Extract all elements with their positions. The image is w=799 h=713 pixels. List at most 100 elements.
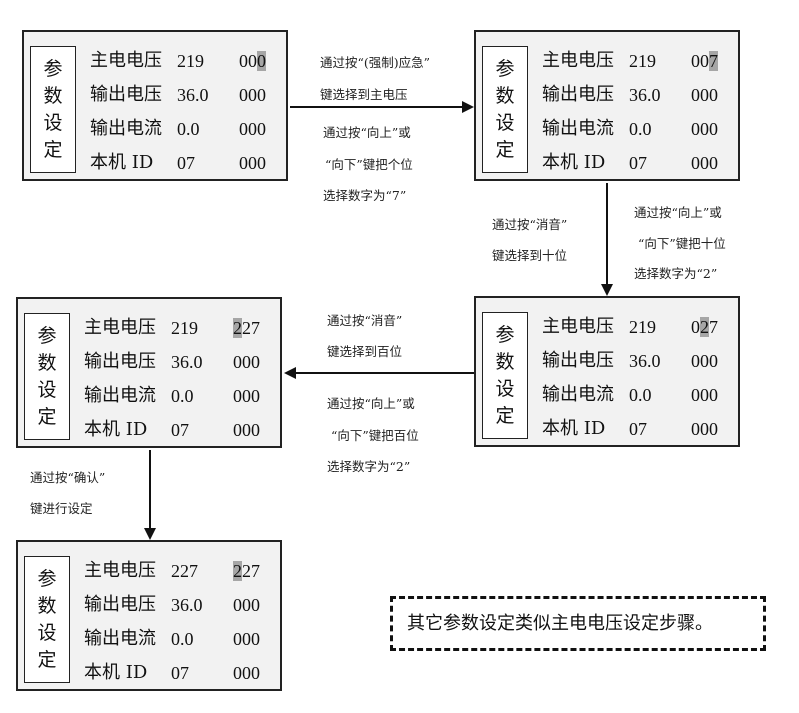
digit: 2 xyxy=(242,561,251,581)
digit: 0 xyxy=(251,663,260,683)
param-code: 000 xyxy=(691,80,718,110)
arrowhead-left xyxy=(284,367,296,379)
digit: 7 xyxy=(251,318,260,338)
param-name: 本机 ID xyxy=(90,152,154,173)
panel-label-char: 参 xyxy=(37,324,57,347)
arrow-3-to-4 xyxy=(296,372,474,374)
digit: 0 xyxy=(239,119,248,139)
digit: 0 xyxy=(239,51,248,71)
digit: 0 xyxy=(709,153,718,173)
digit: 0 xyxy=(700,351,709,371)
note: 通过按“消音” xyxy=(492,217,568,232)
digit: 0 xyxy=(251,352,260,372)
selected-digit: 7 xyxy=(709,51,718,71)
note: “向下”键把百位 xyxy=(331,428,419,443)
digit: 0 xyxy=(233,663,242,683)
param-name: 本机 ID xyxy=(542,152,606,173)
arrow-2-to-3 xyxy=(606,183,608,284)
param-name: 输出电压 xyxy=(84,594,156,615)
param-value: 219 xyxy=(177,51,204,71)
digit: 0 xyxy=(242,386,251,406)
digit: 0 xyxy=(248,51,257,71)
param-code: 000 xyxy=(691,380,718,410)
param-value: 0.0 xyxy=(629,119,652,139)
panel-label-char: 设 xyxy=(495,111,515,134)
panel-label: 参数设定 xyxy=(482,312,528,439)
param-name: 输出电流 xyxy=(84,385,156,406)
param-name: 输出电流 xyxy=(90,118,162,139)
selected-digit: 2 xyxy=(700,317,709,337)
param-value: 36.0 xyxy=(177,85,209,105)
digit: 7 xyxy=(251,561,260,581)
digit: 0 xyxy=(700,85,709,105)
param-code: 000 xyxy=(233,415,260,445)
digit: 0 xyxy=(257,85,266,105)
note: “向下”键把十位 xyxy=(638,236,726,251)
digit: 0 xyxy=(251,386,260,406)
digit: 0 xyxy=(691,153,700,173)
param-name: 输出电流 xyxy=(84,628,156,649)
param-value: 36.0 xyxy=(629,85,661,105)
digit: 0 xyxy=(691,351,700,371)
arrowhead-down xyxy=(144,528,156,540)
arrowhead-right xyxy=(462,101,474,113)
arrow-4-to-5 xyxy=(149,450,151,528)
note: 通过按“(强制)应急” xyxy=(320,55,431,70)
digit: 0 xyxy=(242,663,251,683)
param-code: 000 xyxy=(691,346,718,376)
note: 选择数字为“7” xyxy=(323,188,407,203)
note: “向下”键把个位 xyxy=(325,157,413,172)
digit: 0 xyxy=(691,317,700,337)
footer-note-box: 其它参数设定类似主电电压设定步骤。 xyxy=(390,596,766,651)
digit: 0 xyxy=(233,386,242,406)
param-name: 主电电压 xyxy=(84,317,156,338)
digit: 0 xyxy=(700,119,709,139)
panel-label-char: 数 xyxy=(37,351,57,374)
selected-digit: 2 xyxy=(233,318,242,338)
digit: 0 xyxy=(251,595,260,615)
note: 通过按“向上”或 xyxy=(323,125,411,140)
digit: 0 xyxy=(233,629,242,649)
digit: 0 xyxy=(709,85,718,105)
param-code: 000 xyxy=(233,381,260,411)
note: 通过按“向上”或 xyxy=(327,396,415,411)
digit: 0 xyxy=(709,419,718,439)
digit: 0 xyxy=(257,153,266,173)
panel-label-char: 数 xyxy=(43,84,63,107)
panel-label-char: 定 xyxy=(37,405,57,428)
param-value: 227 xyxy=(171,561,198,581)
panel-label-char: 参 xyxy=(37,567,57,590)
digit: 0 xyxy=(700,51,709,71)
note: 通过按“消音” xyxy=(327,313,403,328)
panel-label-char: 设 xyxy=(495,377,515,400)
param-value: 07 xyxy=(171,663,189,683)
param-value: 0.0 xyxy=(629,385,652,405)
param-name: 主电电压 xyxy=(84,560,156,581)
param-code: 000 xyxy=(233,658,260,688)
param-value: 219 xyxy=(629,51,656,71)
param-code: 000 xyxy=(691,114,718,144)
param-value: 36.0 xyxy=(171,595,203,615)
panel-label: 参数设定 xyxy=(24,313,70,440)
digit: 0 xyxy=(242,629,251,649)
panel-label-char: 定 xyxy=(495,138,515,161)
param-name: 输出电压 xyxy=(542,84,614,105)
panel-label-char: 定 xyxy=(37,648,57,671)
digit: 0 xyxy=(239,85,248,105)
panel-label-char: 数 xyxy=(37,594,57,617)
param-value: 07 xyxy=(629,153,647,173)
digit: 0 xyxy=(691,119,700,139)
param-code: 000 xyxy=(691,148,718,178)
digit: 0 xyxy=(709,351,718,371)
param-name: 本机 ID xyxy=(542,418,606,439)
panel-label-char: 定 xyxy=(495,404,515,427)
param-name: 输出电压 xyxy=(84,351,156,372)
panel-label-char: 设 xyxy=(43,111,63,134)
note: 键选择到百位 xyxy=(327,344,403,359)
param-name: 主电电压 xyxy=(542,316,614,337)
digit: 0 xyxy=(709,119,718,139)
digit: 0 xyxy=(239,153,248,173)
